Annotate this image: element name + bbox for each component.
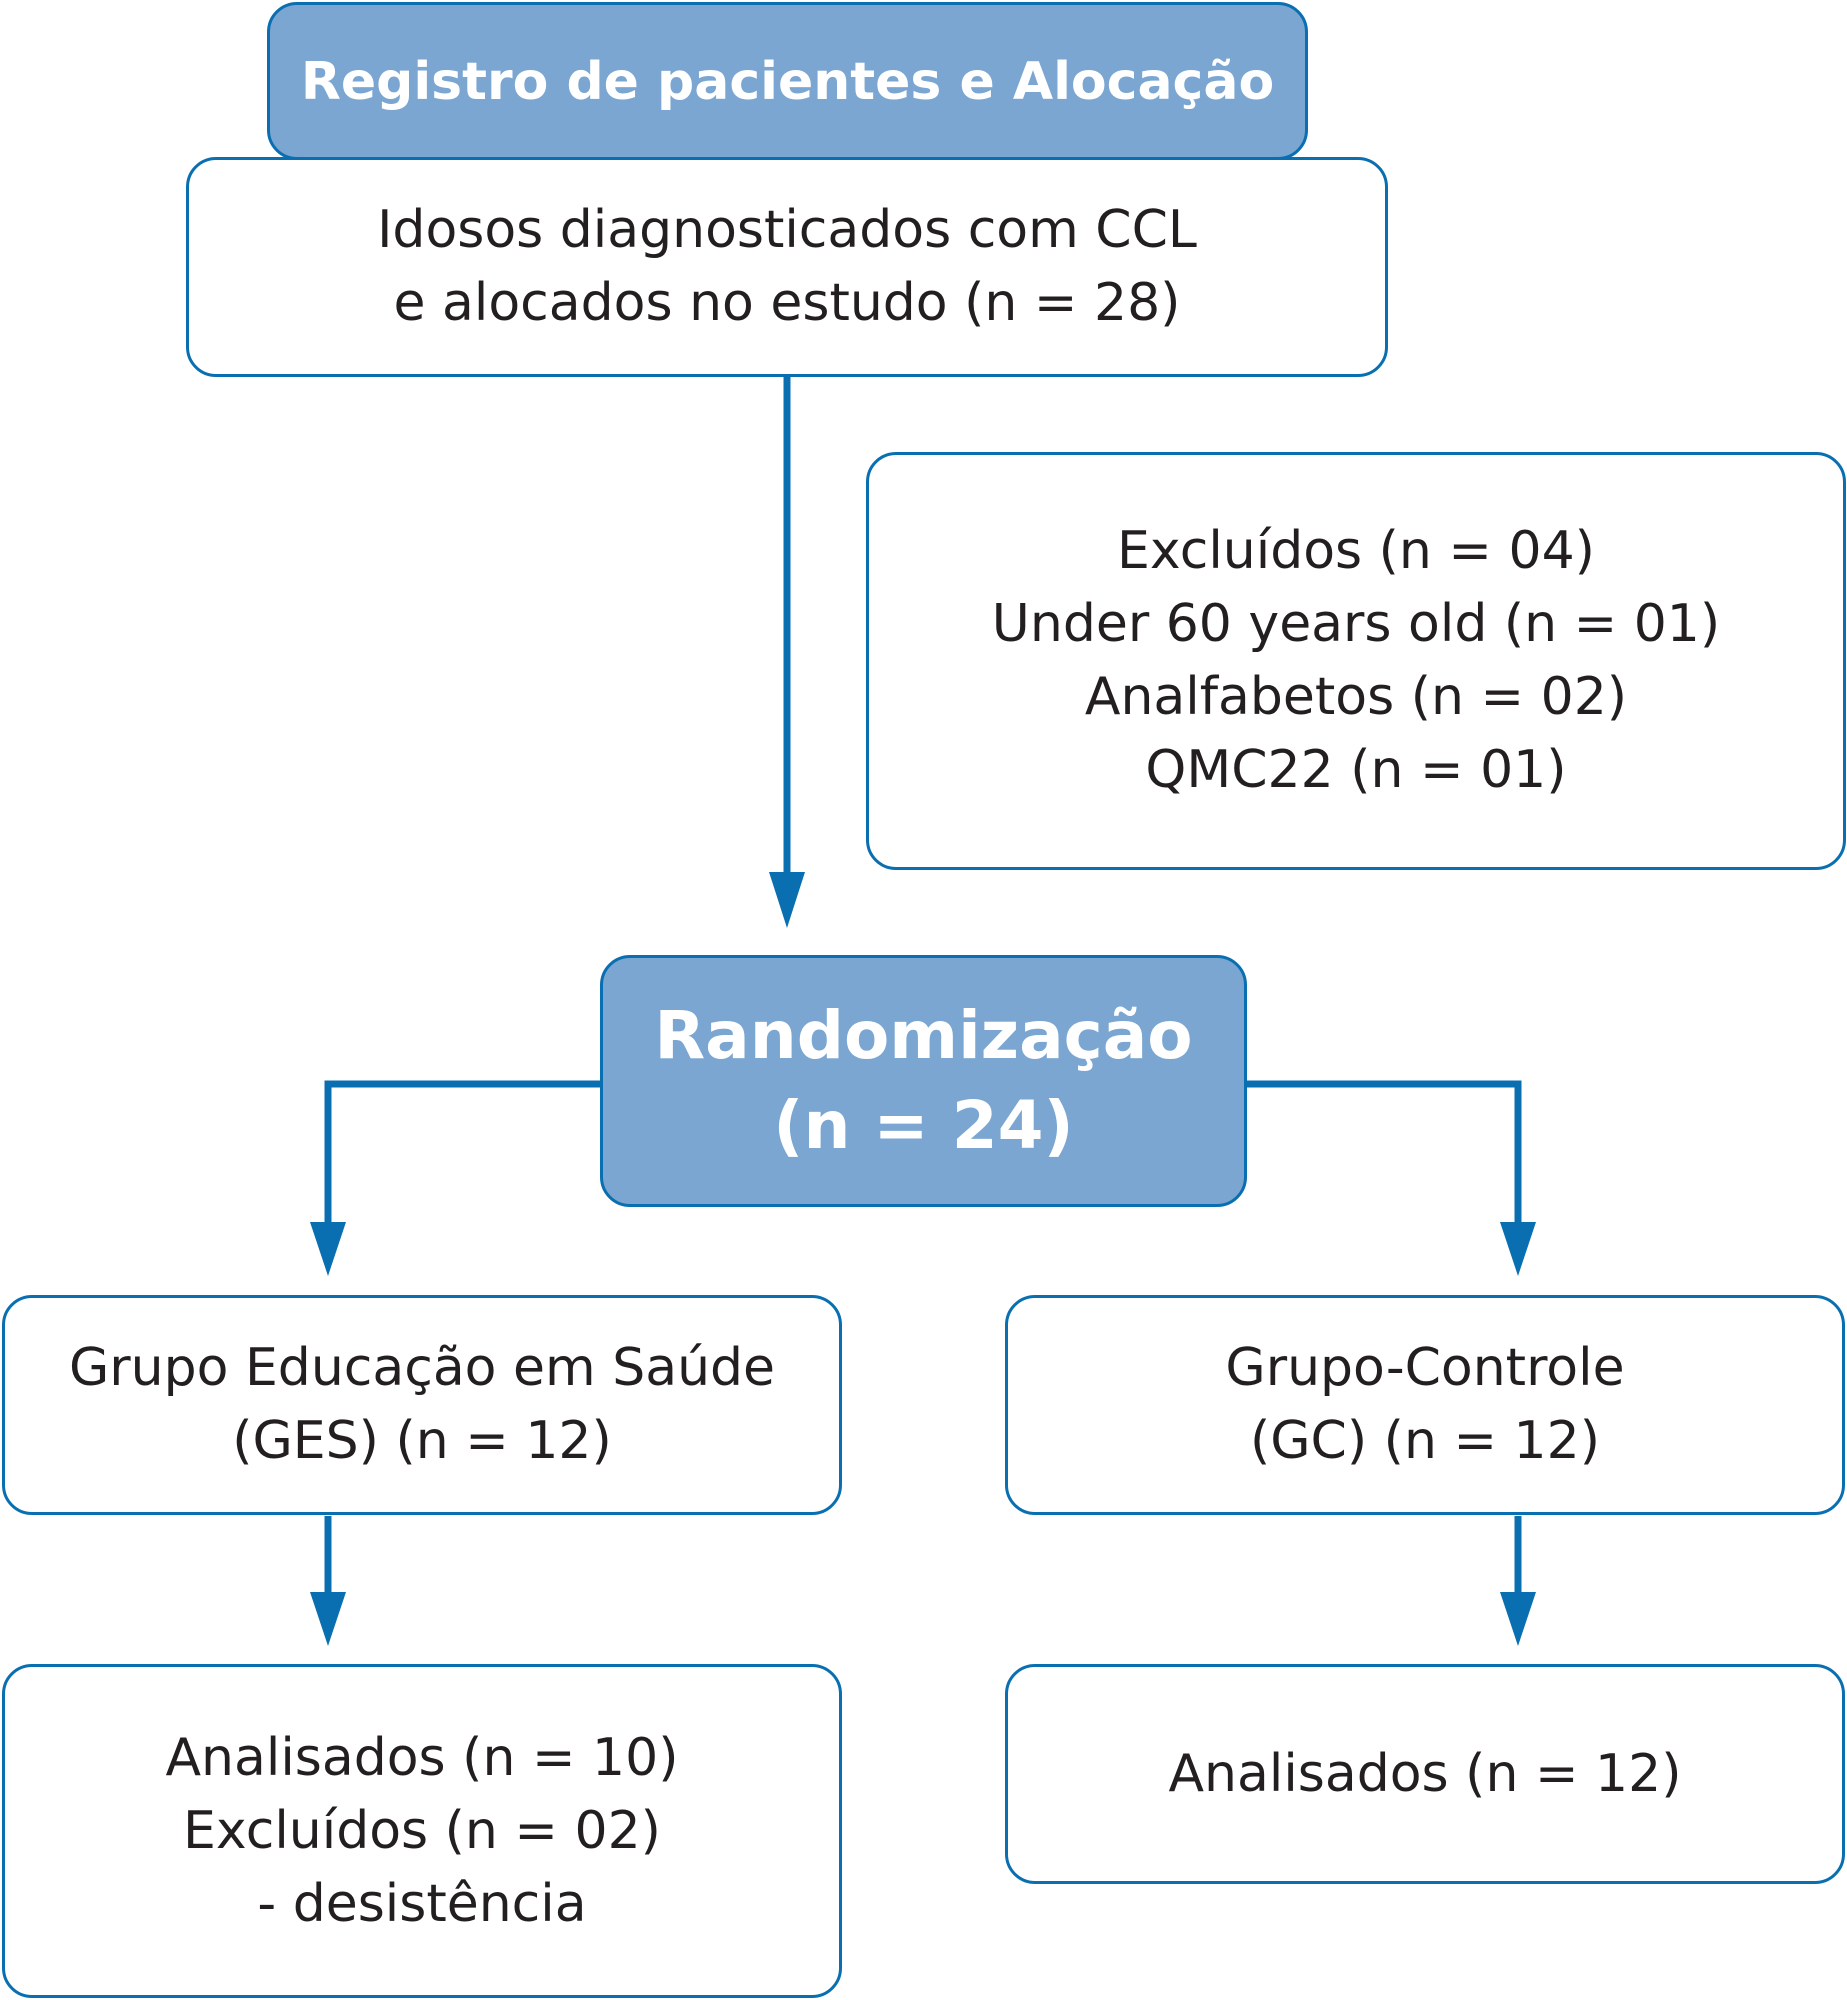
ges-group-box: Grupo Educação em Saúde (GES) (n = 12) <box>2 1295 842 1515</box>
connector-randomization-to-control <box>1247 1080 1522 1228</box>
ges-analysis-box: Analisados (n = 10) Excluídos (n = 02) -… <box>2 1664 842 1998</box>
excluded-illiterate: Analfabetos (n = 02) <box>1084 667 1628 727</box>
control-analyzed: Analisados (n = 12) <box>1168 1743 1682 1804</box>
ges-group-name: Grupo Educação em Saúde <box>68 1338 776 1398</box>
randomization-box: Randomização (n = 24) <box>600 955 1247 1207</box>
control-group-count: (GC) (n = 12) <box>1249 1411 1601 1471</box>
ges-analyzed: Analisados (n = 10) <box>165 1727 679 1788</box>
excluded-box: Excluídos (n = 04) Under 60 years old (n… <box>866 452 1846 870</box>
control-analysis-box: Analisados (n = 12) <box>1005 1664 1845 1884</box>
control-group-box: Grupo-Controle (GC) (n = 12) <box>1005 1295 1845 1515</box>
ges-dropout: - desistência <box>257 1873 587 1934</box>
enrolled-box: Idosos diagnosticados com CCL e alocados… <box>186 157 1388 377</box>
enrolled-line-2: e alocados no estudo (n = 28) <box>393 273 1181 333</box>
registration-header: Registro de pacientes e Alocação <box>267 2 1308 160</box>
randomization-title: Randomização <box>654 997 1193 1074</box>
excluded-qmc22: QMC22 (n = 01) <box>1145 740 1567 800</box>
excluded-total: Excluídos (n = 04) <box>1117 521 1595 581</box>
enrolled-line-1: Idosos diagnosticados com CCL <box>377 200 1197 260</box>
connector-randomization-to-ges <box>324 1080 600 1228</box>
arrowhead-to-control <box>1500 1222 1536 1276</box>
registration-header-title: Registro de pacientes e Alocação <box>300 52 1275 112</box>
ges-excluded: Excluídos (n = 02) <box>183 1800 661 1861</box>
ges-group-count: (GES) (n = 12) <box>232 1411 612 1471</box>
control-group-name: Grupo-Controle <box>1225 1338 1625 1398</box>
excluded-under-60: Under 60 years old (n = 01) <box>991 594 1721 654</box>
arrowhead-to-ges <box>310 1222 346 1276</box>
randomization-count: (n = 24) <box>773 1087 1074 1164</box>
arrowhead-to-randomization <box>769 872 805 928</box>
arrowhead-to-ges-analysis <box>310 1592 346 1646</box>
arrowhead-to-control-analysis <box>1500 1592 1536 1646</box>
